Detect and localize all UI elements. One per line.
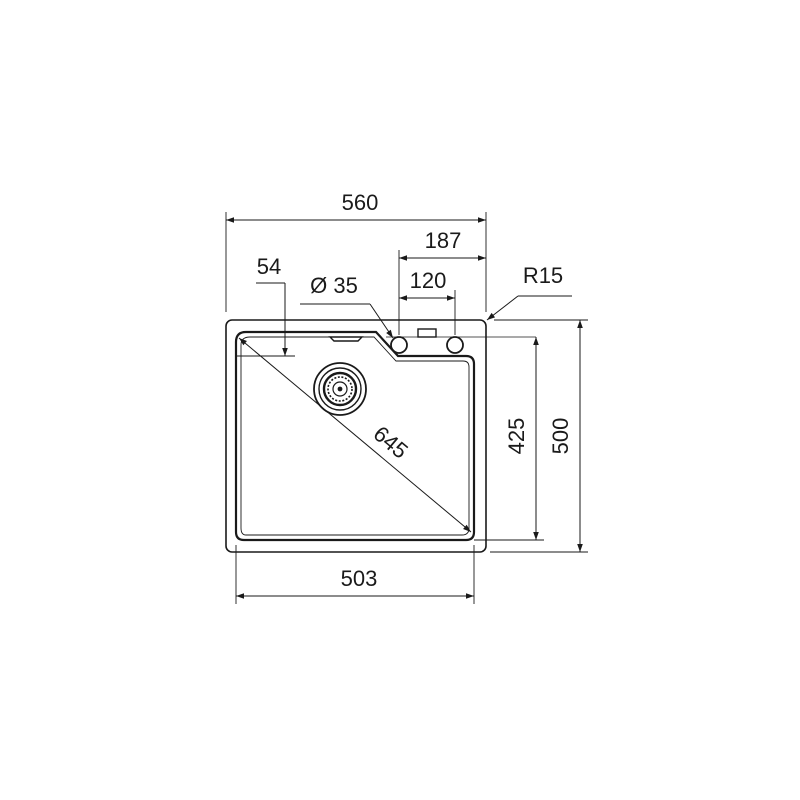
tap-hole-right: [446, 336, 464, 354]
dimension-overall-depth: 500: [490, 319, 588, 553]
label-hole-diameter: Ø 35: [310, 273, 358, 298]
dimension-tap-offset: 187: [398, 228, 486, 335]
label-bowl-depth: 425: [504, 418, 529, 455]
tap-holes: [386, 328, 536, 354]
dimension-bowl-depth: 425: [474, 337, 544, 541]
dimension-overall-width: 560: [225, 190, 487, 312]
label-diagonal: 645: [369, 421, 413, 464]
label-bowl-width: 503: [341, 566, 378, 591]
label-tap-offset: 187: [425, 228, 462, 253]
label-corner-radius: R15: [523, 263, 563, 288]
tap-plate: [417, 328, 437, 338]
label-overall-depth: 500: [548, 418, 573, 455]
dimension-bowl-width: 503: [235, 545, 475, 604]
overflow-slot: [328, 336, 364, 342]
label-overall-width: 560: [342, 190, 379, 215]
label-edge-offset: 54: [257, 254, 281, 279]
dimension-hole-diameter: Ø 35: [300, 273, 394, 339]
dimension-tap-spacing: 120: [399, 268, 456, 335]
tap-hole-left: [390, 336, 408, 354]
dimension-corner-radius: R15: [486, 263, 572, 321]
sink-outer-rim: [225, 319, 487, 553]
sink-bowl-edge: [234, 330, 476, 542]
label-tap-spacing: 120: [410, 268, 447, 293]
dimension-edge-offset: 54: [236, 254, 295, 357]
